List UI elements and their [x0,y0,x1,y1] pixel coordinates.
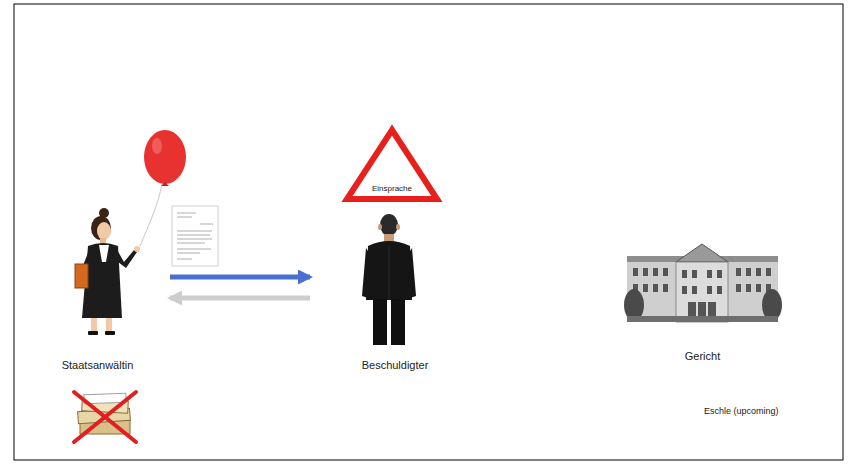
note-label: Eschle (upcoming) [704,406,779,416]
cross-mark [74,392,136,442]
document-icon [172,206,218,266]
node-label: Gericht [685,350,720,362]
arm [362,248,371,298]
central-wing [676,262,728,322]
face [97,222,111,240]
file-stack [84,393,126,403]
balloon-knot [161,182,169,186]
slide-border [14,4,843,460]
shoe [105,331,115,335]
hair [91,216,111,240]
document-lines [177,213,213,259]
leg [373,299,387,345]
document-page [172,206,218,266]
ground [627,316,778,322]
leg [391,299,405,345]
node-label: Staatsanwältin [62,359,134,371]
head [380,214,398,236]
jacket-seam [389,246,390,300]
neck [384,234,394,242]
person-node: Beschuldigter [310,195,480,371]
prosecutor-figure [75,208,140,335]
person-node: Staatsanwältin [25,195,170,371]
leg [91,318,97,332]
windows [633,268,771,322]
ear [396,224,400,230]
court-building [624,244,782,322]
send-arrow [170,275,310,280]
balloon-body [144,130,186,184]
triangle-shape [347,130,437,199]
shoe [88,331,98,335]
crossed-files [74,392,136,442]
warning-text: Einsprache [372,184,412,193]
arm [407,248,416,298]
jabot [99,245,109,262]
suit-jacket [366,241,412,300]
leg [106,318,112,332]
pediment [676,244,728,262]
building-facade [627,260,778,322]
raised-arm [116,248,137,268]
return-arrow [170,296,310,301]
balloon-string [140,184,162,246]
node-label: Beschuldigter [362,359,429,371]
cross-mark [74,392,136,442]
balloon-shine [152,138,162,154]
hand [134,246,140,252]
book [75,264,88,288]
building-node: Gericht [615,240,790,362]
warning-triangle: Einsprache [343,126,441,202]
accused-figure [362,214,416,345]
ear [378,224,382,230]
